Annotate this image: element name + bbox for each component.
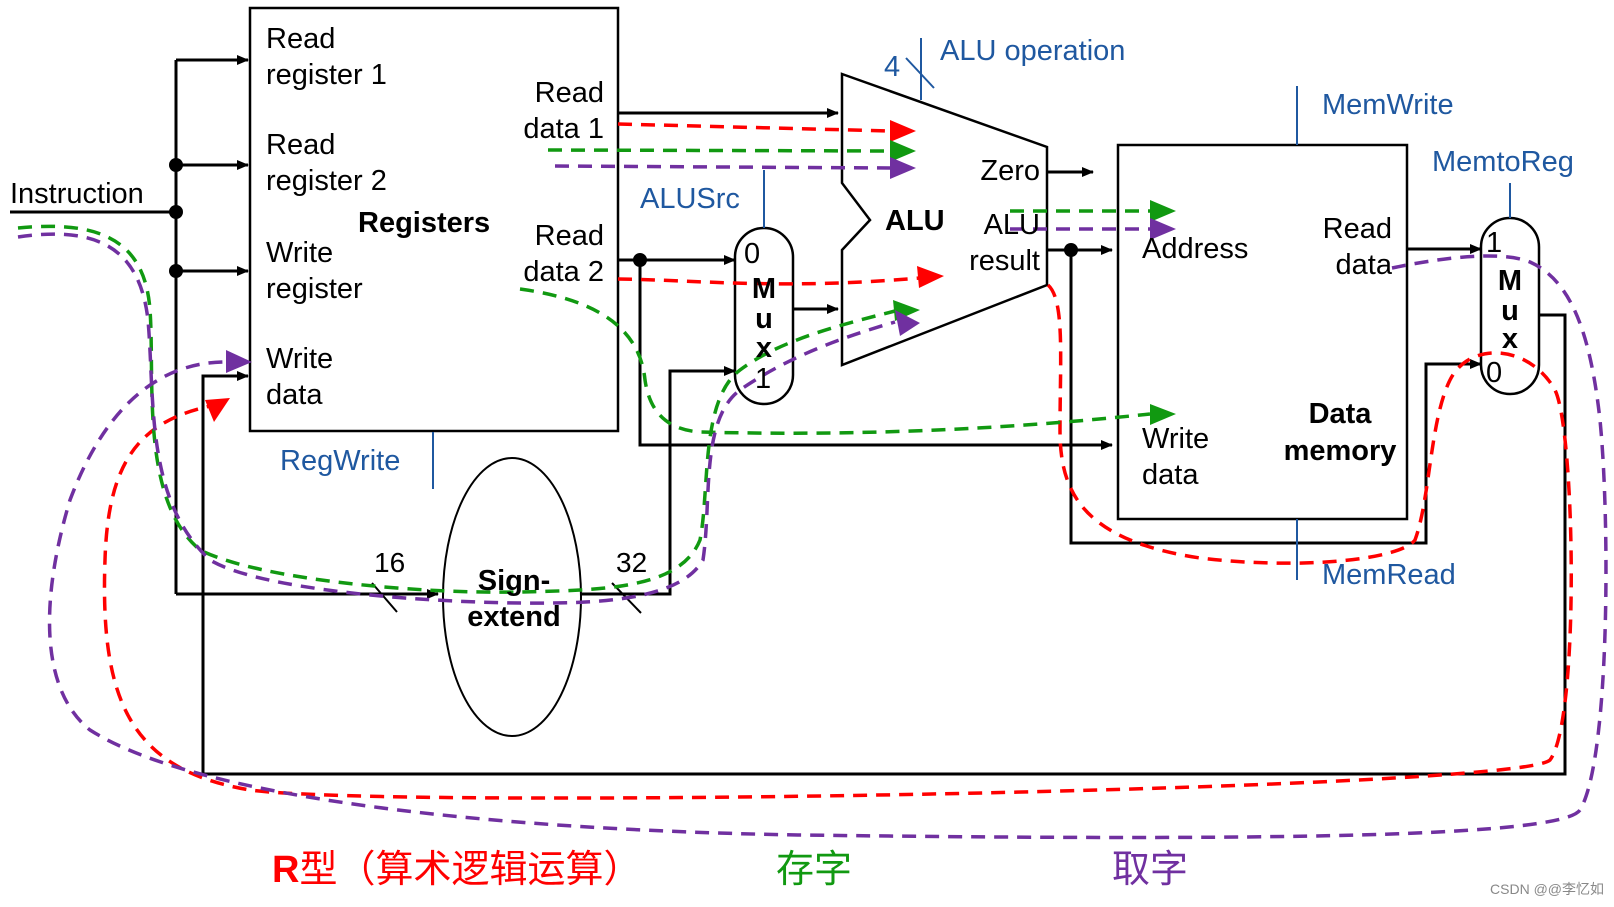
memto-reg-mux-input-0: 0 [1486,357,1502,389]
width-slash-16 [371,582,398,613]
instruction-label: Instruction [10,178,144,210]
reg-write-data-label-l1: Write [266,343,333,375]
junction-dot [169,264,183,278]
read-data-1-label-l1: Read [535,77,604,109]
g-path-immediate [17,224,896,594]
control-lines [432,38,1511,580]
alu-src-mux-letter-x: x [756,332,772,364]
mem-write-label: MemWrite [1322,89,1454,121]
r-type-path [102,120,1573,800]
wire-sign-extend-out [580,366,736,596]
alu-operation-label: ALU operation [940,35,1125,67]
sign-extend-in-width: 16 [374,547,405,578]
registers-block [248,6,620,433]
wire-alu-bypass [1069,250,1482,545]
sign-extend-title-l1: Sign- [478,565,551,597]
r-arrow-head [205,398,230,422]
p-arrow-head [895,310,920,336]
legend-store: 存字 [776,847,852,891]
r-path-read-data-2 [617,276,921,286]
r-arrow-head [917,266,944,288]
alu-zero-label: Zero [980,155,1040,187]
sign-extend-out-width: 32 [616,547,647,578]
reg-write-label: RegWrite [280,445,400,477]
watermark: CSDN @@李忆如 [1490,881,1604,897]
g-path-write-data [519,287,1151,435]
alu-src-mux-input-1: 1 [755,363,771,395]
read-register-1-label-l2: register 1 [266,59,387,91]
legend-r-type-label: 型（算术逻辑运算） [299,847,641,891]
data-memory-title-l2: memory [1284,435,1397,467]
read-data-1-label-l2: data 1 [523,113,604,145]
g-arrow-head [1150,404,1176,425]
junction-dot [169,158,183,172]
mem-write-data-label-l1: Write [1142,423,1209,455]
address-label: Address [1142,233,1248,265]
read-register-1-label-l1: Read [266,23,335,55]
read-register-2-label-l1: Read [266,129,335,161]
memto-reg-mux-letter-x: x [1502,323,1518,355]
legend-r-type-prefix: R [272,849,299,891]
p-path-immediate [17,232,896,605]
alu-src-label: ALUSrc [640,183,740,215]
alu-result-label-l1: ALU [984,209,1040,241]
p-arrow-head [226,350,252,373]
alu-src-mux-letter-m: M [752,273,776,305]
mem-read-data-label-l1: Read [1323,213,1392,245]
p-arrow-head [890,157,916,179]
read-register-2-label-l2: register 2 [266,165,387,197]
mem-read-label: MemRead [1322,559,1456,591]
r-path-writeback [102,283,1573,800]
alu-src-mux-letter-u: u [755,303,773,335]
p-arrow-head [1150,218,1176,240]
mem-read-data-label-l2: data [1336,249,1393,281]
alu-result-label-l2: result [969,245,1040,277]
legend-r-type: R型（算术逻辑运算） [272,847,641,891]
data-memory-title-l1: Data [1309,398,1373,430]
memto-reg-mux-letter-u: u [1501,295,1519,327]
write-register-label-l2: register [266,273,363,305]
alu-op-width: 4 [884,51,900,83]
g-path-read-data-1 [547,148,891,153]
g-arrow-head [1150,200,1176,222]
wire-writeback [201,313,1567,776]
store-path [17,140,1176,594]
sign-extend-block [442,457,582,737]
g-arrow-head [890,140,916,162]
datapath-wires [10,55,1567,776]
junction-dot [169,205,183,219]
mem-write-data-label-l2: data [1142,459,1199,491]
alu-src-mux-input-0: 0 [744,238,760,270]
read-data-2-label-l2: data 2 [523,256,604,288]
load-path [17,157,1608,840]
memto-reg-mux-input-1: 1 [1486,227,1502,259]
memto-reg-mux-letter-m: M [1498,265,1522,297]
wire-to-mem-write-data [638,260,1113,450]
legend-load: 取字 [1112,847,1188,891]
sign-extend-title-l2: extend [467,601,560,633]
r-arrow-head [890,120,916,142]
p-path-read-data-1 [554,164,891,170]
alu-op-width-slash [905,57,935,89]
write-register-label-l1: Write [266,237,333,269]
registers-title: Registers [358,207,490,239]
read-data-2-label-l1: Read [535,220,604,252]
reg-write-data-label-l2: data [266,379,323,411]
memto-reg-label: MemtoReg [1432,146,1574,178]
alu-title: ALU [885,205,945,237]
